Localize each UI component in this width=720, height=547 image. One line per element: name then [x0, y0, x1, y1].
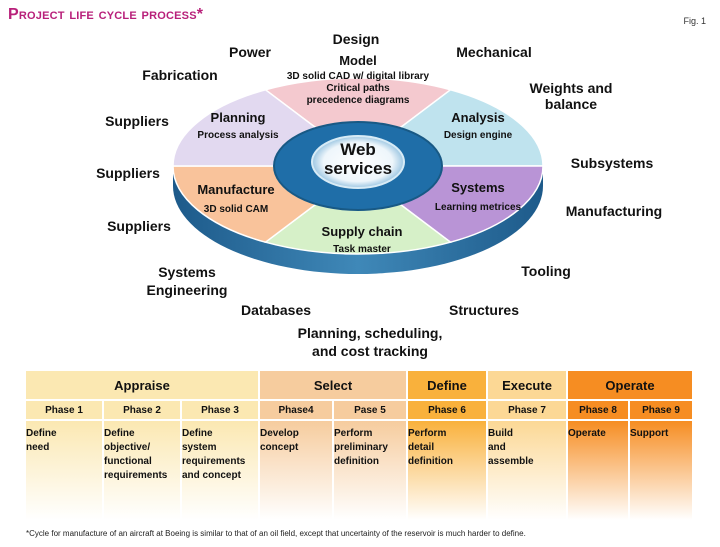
label-weights-1: Weights and — [530, 80, 613, 96]
phase-activity-line: objective/ — [104, 442, 151, 453]
hub-line-2: services — [324, 159, 392, 178]
label-fabrication: Fabrication — [142, 67, 217, 83]
phase-label: Phase 6 — [408, 401, 488, 419]
label-systems-eng-2: Engineering — [147, 282, 228, 298]
segment-design-line-1: 3D solid CAD w/ digital library — [287, 71, 430, 82]
label-weights-2: balance — [545, 96, 597, 112]
phase-activity-line: need — [26, 442, 50, 453]
segment-supply-sub: Task master — [333, 244, 391, 255]
stage-header: Operate — [568, 371, 694, 399]
phase-activity-line: Build — [488, 428, 513, 439]
segment-design-line-3: precedence diagrams — [307, 95, 410, 106]
hub — [311, 135, 405, 189]
label-structures: Structures — [449, 302, 519, 318]
phase-activity-line: detail — [408, 442, 435, 453]
phase-activity-line: Develop — [260, 428, 299, 439]
phase-label: Phase 3 — [182, 401, 260, 419]
phase-label: Pase 5 — [334, 401, 408, 419]
phase-activity: Operate — [568, 421, 630, 520]
hub-line-1: Web — [340, 140, 376, 159]
label-databases: Databases — [241, 302, 311, 318]
label-suppliers-1: Suppliers — [105, 113, 169, 129]
stage-header: Appraise — [26, 371, 260, 399]
phase-label: Phase 7 — [488, 401, 568, 419]
phase-activity-line: definition — [334, 456, 379, 467]
label-subsystems: Subsystems — [571, 155, 654, 171]
phase-activity: Perform preliminary definition — [334, 421, 408, 520]
phase-label: Phase4 — [260, 401, 334, 419]
segment-manufacture-title: Manufacture — [197, 182, 274, 197]
segment-design-line-2: Critical paths — [326, 83, 390, 94]
phase-activity-line: requirements — [182, 456, 246, 467]
label-suppliers-3: Suppliers — [107, 218, 171, 234]
phase-label: Phase 8 — [568, 401, 630, 419]
figure-label: Fig. 1 — [683, 16, 706, 26]
phase-activity-line: definition — [408, 456, 453, 467]
phase-activity-line: Perform — [334, 428, 373, 439]
stage-header: Select — [260, 371, 408, 399]
phase-activity: Support — [630, 421, 694, 520]
life-cycle-wheel: Web services Model 3D solid CAD w/ digit… — [96, 31, 662, 359]
label-systems-eng-1: Systems — [158, 264, 216, 280]
segment-systems-title: Systems — [451, 180, 504, 195]
segment-supply-title: Supply chain — [322, 224, 403, 239]
phase-activity: Define objective/functional requirements — [104, 421, 182, 520]
stage-header: Execute — [488, 371, 568, 399]
diagram-title: Project life cycle process* — [8, 6, 204, 23]
phase-activity-line: assemble — [488, 456, 534, 467]
label-planning-scheduling-1: Planning, scheduling, — [298, 325, 443, 341]
phase-activity-line: concept — [260, 442, 299, 453]
segment-systems-sub: Learning metrices — [435, 202, 522, 213]
label-planning-scheduling-2: and cost tracking — [312, 343, 428, 359]
phase-activity-line: preliminary — [334, 442, 388, 453]
footnote: *Cycle for manufacture of an aircraft at… — [26, 529, 526, 538]
phase-activity-line: Support — [630, 428, 669, 439]
label-design: Design — [333, 31, 380, 47]
segment-analysis-title: Analysis — [451, 110, 504, 125]
phase-activity-line: Define — [26, 428, 57, 439]
phase-activity: Develop concept — [260, 421, 334, 520]
label-tooling: Tooling — [521, 263, 571, 279]
phase-activity-line: system — [182, 442, 217, 453]
label-suppliers-2: Suppliers — [96, 165, 160, 181]
phase-activity: Build and assemble — [488, 421, 568, 520]
phase-activity-line: Define — [182, 428, 213, 439]
phase-label: Phase 2 — [104, 401, 182, 419]
phase-label: Phase 1 — [26, 401, 104, 419]
label-mechanical: Mechanical — [456, 44, 531, 60]
phase-activity-line: and — [488, 442, 506, 453]
phase-label: Phase 9 — [630, 401, 694, 419]
label-manufacturing: Manufacturing — [566, 203, 662, 219]
segment-analysis-sub: Design engine — [444, 130, 513, 141]
phase-activity-line: functional — [104, 456, 152, 467]
phase-activity: Perform detail definition — [408, 421, 488, 520]
phase-activity-line: Operate — [568, 428, 606, 439]
phase-activity: Define need — [26, 421, 104, 520]
stage-header: Define — [408, 371, 488, 399]
segment-planning-sub: Process analysis — [197, 130, 279, 141]
segment-design-title: Model — [339, 53, 377, 68]
phase-activity: Define system requirements and concept — [182, 421, 260, 520]
segment-manufacture-sub: 3D solid CAM — [204, 204, 268, 215]
phase-activity-line: Perform — [408, 428, 447, 439]
phase-activity-line: requirements — [104, 470, 168, 481]
phase-activity-line: and concept — [182, 470, 241, 481]
label-power: Power — [229, 44, 272, 60]
phase-activity-line: Define — [104, 428, 135, 439]
segment-planning-title: Planning — [211, 110, 266, 125]
